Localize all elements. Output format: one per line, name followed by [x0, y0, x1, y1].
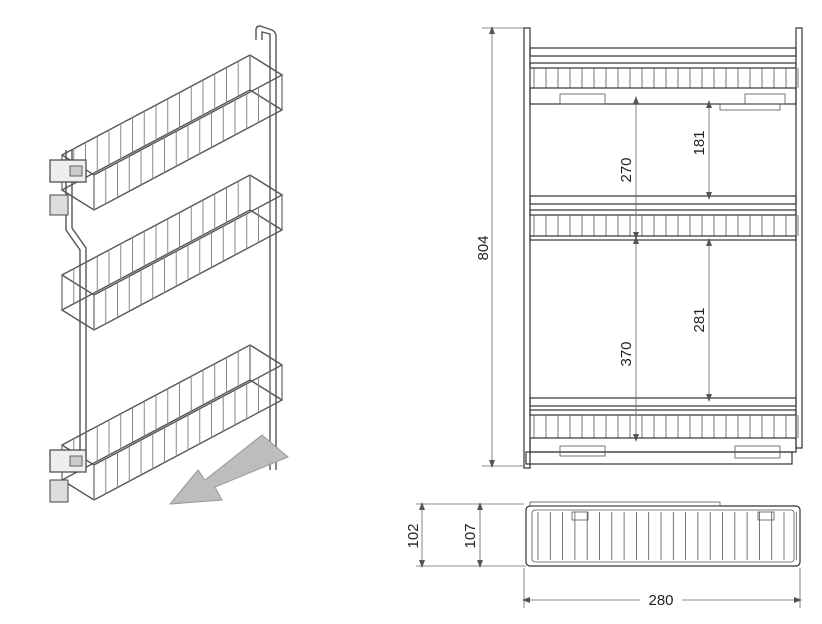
- dimension-top-inner: 181: [691, 100, 712, 200]
- front-elevation-view: 804 270 181 370 281: [475, 26, 803, 469]
- dimension-181-label: 181: [691, 130, 708, 155]
- basket-middle: [60, 174, 284, 331]
- pull-out-arrow-icon: [168, 434, 289, 505]
- front-shelf-bottom: [525, 397, 799, 465]
- dimension-depth-outer: 102: [405, 502, 526, 568]
- dimension-107-label: 107: [462, 523, 479, 548]
- dimension-bottom-inner: 281: [691, 238, 712, 402]
- mounting-bracket-bottom: [49, 449, 87, 503]
- dimension-370-label: 370: [618, 341, 635, 366]
- isometric-basket-view: [49, 25, 289, 505]
- dimension-270-label: 270: [618, 157, 635, 182]
- dimension-102-label: 102: [405, 523, 422, 548]
- front-frame-post-inner: [71, 150, 87, 460]
- plan-view: 102 107 280: [405, 501, 802, 609]
- dimension-depth-inner: 107: [462, 502, 483, 568]
- rear-frame-post: [255, 25, 277, 470]
- dimension-804-label: 804: [475, 235, 492, 260]
- dimension-total-height: 804: [475, 26, 524, 468]
- dimension-281-label: 281: [691, 307, 708, 332]
- basket-top: [60, 54, 284, 211]
- dimension-top-spacing: 270: [618, 96, 639, 240]
- front-shelf-middle: [529, 195, 799, 241]
- basket-bottom: [60, 344, 284, 501]
- left-side-panel: [523, 27, 531, 469]
- mounting-bracket-top: [49, 159, 87, 216]
- front-shelf-top: [529, 47, 799, 111]
- front-frame-post: [65, 150, 81, 460]
- plan-basket-outline: [525, 505, 801, 567]
- dimension-width: 280: [522, 568, 802, 609]
- dimension-280-label: 280: [648, 592, 673, 609]
- dimension-bottom-spacing: 370: [618, 236, 639, 442]
- right-side-panel: [795, 27, 803, 449]
- rear-frame-post-inner: [261, 31, 271, 470]
